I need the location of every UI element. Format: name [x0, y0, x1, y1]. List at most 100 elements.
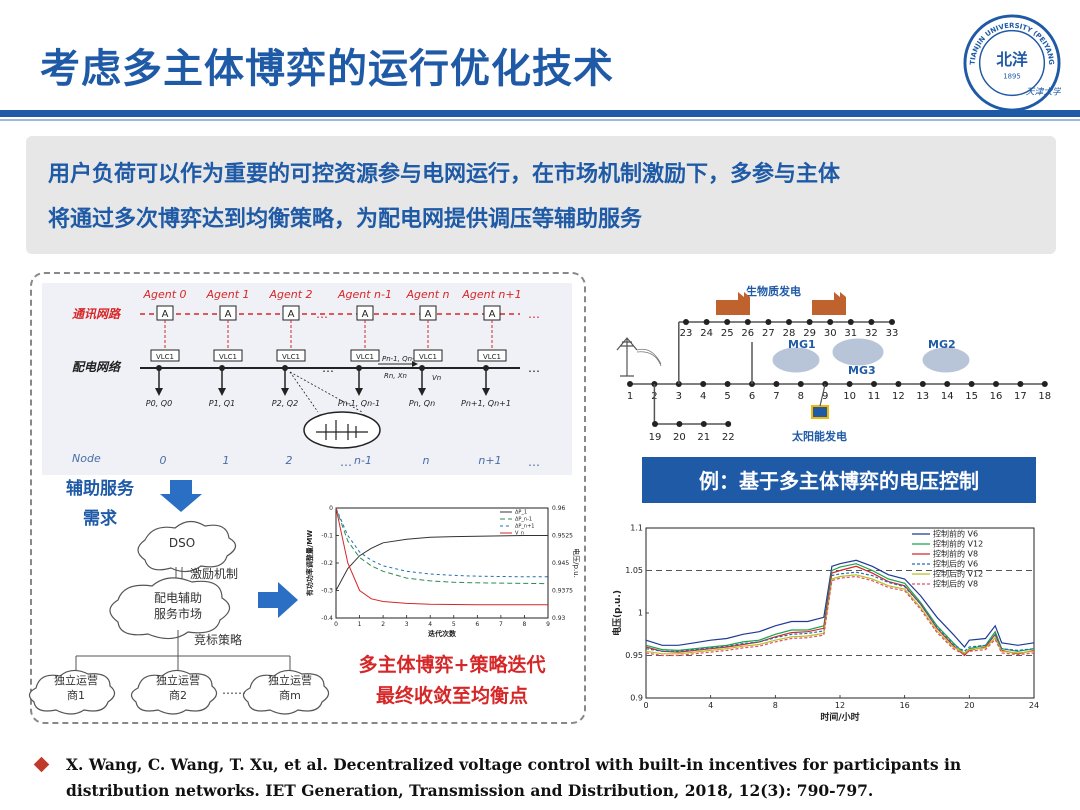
impedance-label: Rn, Xn [384, 372, 407, 380]
node-number: 1 [223, 454, 230, 467]
logo-center-text: 北洋 [996, 50, 1028, 69]
legend-label: 控制前的 V6 [933, 529, 978, 539]
market-label-2: 服务市场 [154, 606, 202, 621]
operator-label: 独立运营 [268, 673, 312, 687]
vlc-box [350, 349, 380, 362]
y2-tick-label: 0.945 [552, 560, 569, 567]
load-label: Pn+1, Qn+1 [461, 399, 511, 408]
dso-label: DSO [169, 536, 195, 550]
main-node-number: 15 [965, 391, 978, 402]
load-arrowhead [218, 388, 226, 396]
vlc-box [213, 349, 243, 362]
biomass-plant-icon-1 [716, 292, 750, 315]
main-node [944, 381, 951, 387]
x-tick-label: 8 [773, 701, 778, 710]
x-tick-label: 20 [964, 701, 974, 710]
load-label: P0, Q0 [146, 399, 172, 408]
top-node-number: 29 [803, 328, 816, 339]
main-node-number: 1 [627, 391, 633, 402]
agent-box-label: A [362, 309, 369, 320]
agent-box-label: A [225, 309, 232, 320]
vlc-box [413, 349, 443, 362]
biomass-plant-icon-2 [812, 292, 846, 315]
mid-ellipsis: … [322, 361, 334, 375]
top-node-number: 24 [700, 328, 713, 339]
example-label-box: 例：基于多主体博弈的电压控制 [642, 457, 1036, 503]
x-tick-label: 0 [334, 621, 338, 628]
mg1-cloud [771, 346, 821, 374]
top-node [827, 319, 834, 325]
x-tick-label: 9 [546, 621, 550, 628]
vlc-label: VLC1 [156, 353, 174, 361]
top-node-number: 27 [762, 328, 775, 339]
main-node-number: 10 [843, 391, 856, 402]
main-node-number: 8 [798, 391, 804, 402]
main-node [993, 381, 999, 387]
vlc-box [477, 349, 507, 362]
legend-label: 控制前的 V12 [933, 539, 983, 549]
market-right-arrow [258, 582, 298, 618]
agent-label: Agent n-1 [337, 288, 392, 301]
vlc-label: VLC1 [483, 353, 501, 361]
bottom-node [700, 421, 707, 427]
example-label: 例：基于多主体博弈的电压控制 [699, 469, 979, 493]
main-node-number: 14 [941, 391, 954, 402]
comm-ellipsis: … [528, 307, 540, 321]
flow-arrowhead [412, 361, 418, 367]
agent-box-label: A [288, 309, 295, 320]
y2-tick-label: 0.96 [552, 505, 566, 512]
y-tick-label: 1.05 [625, 566, 643, 575]
load-arrowhead [418, 388, 426, 396]
node-number: 2 [286, 454, 293, 467]
main-node-number: 13 [916, 391, 929, 402]
x-tick-label: 4 [708, 701, 713, 710]
main-node-number: 12 [892, 391, 905, 402]
top-node-number: 25 [721, 328, 734, 339]
operators-dots: …… [222, 683, 246, 697]
y2-axis-label: 电压/p.u. [572, 548, 581, 578]
main-node-number: 9 [822, 391, 828, 402]
load-label: P1, Q1 [209, 399, 235, 408]
summary-line-1: 用户负荷可以作为重要的可控资源参与电网运行，在市场机制激励下，多参与主体 [48, 162, 841, 187]
agent-box-label: A [162, 309, 169, 320]
operator-cloud [28, 669, 116, 715]
mg1-label: MG1 [788, 338, 816, 351]
demand-down-arrow [160, 480, 202, 512]
vlc-box [150, 349, 180, 362]
top-node-number: 32 [865, 328, 878, 339]
main-node [627, 381, 633, 387]
solar-link [819, 383, 826, 407]
top-node-number: 28 [783, 328, 796, 339]
series-line [335, 535, 548, 591]
operator-cloud [242, 669, 330, 715]
zoom-line-left [289, 371, 319, 413]
bottom-node-number: 19 [649, 432, 662, 443]
series-line [645, 559, 1035, 648]
x-tick-label: 8 [523, 621, 527, 628]
slide-title: 考虑多主体博弈的运行优化技术 [40, 46, 614, 92]
load-arrowhead [281, 388, 289, 396]
network-diagram: 通讯网路 配电网络 … … … … Pn-1, Qn-1 Rn, Xn Vn N… [72, 288, 540, 469]
feeder-ellipsis: … [528, 361, 540, 375]
legend-label: 控制后的 V12 [933, 569, 983, 579]
series-line [645, 571, 1035, 653]
y-tick-label: 1 [638, 609, 643, 618]
load-arrowhead [355, 388, 363, 396]
bottom-node-number: 20 [673, 432, 686, 443]
zoom-line-right [289, 371, 363, 413]
mg2-cloud [921, 346, 971, 374]
mid-comm-ellipsis: … [316, 307, 328, 321]
top-node-number: 23 [680, 328, 693, 339]
load-label: P2, Q2 [272, 399, 298, 408]
mg2-label: MG2 [928, 338, 956, 351]
top-node [868, 319, 875, 325]
agent-label: Agent 1 [205, 288, 249, 301]
solar-panel-icon [811, 405, 829, 419]
biomass-label: 生物质发电 [746, 284, 801, 298]
summary-line-2: 将通过多次博弈达到均衡策略，为配电网提供调压等辅助服务 [48, 207, 643, 232]
vlc-label: VLC1 [282, 353, 300, 361]
top-node-number: 30 [824, 328, 837, 339]
